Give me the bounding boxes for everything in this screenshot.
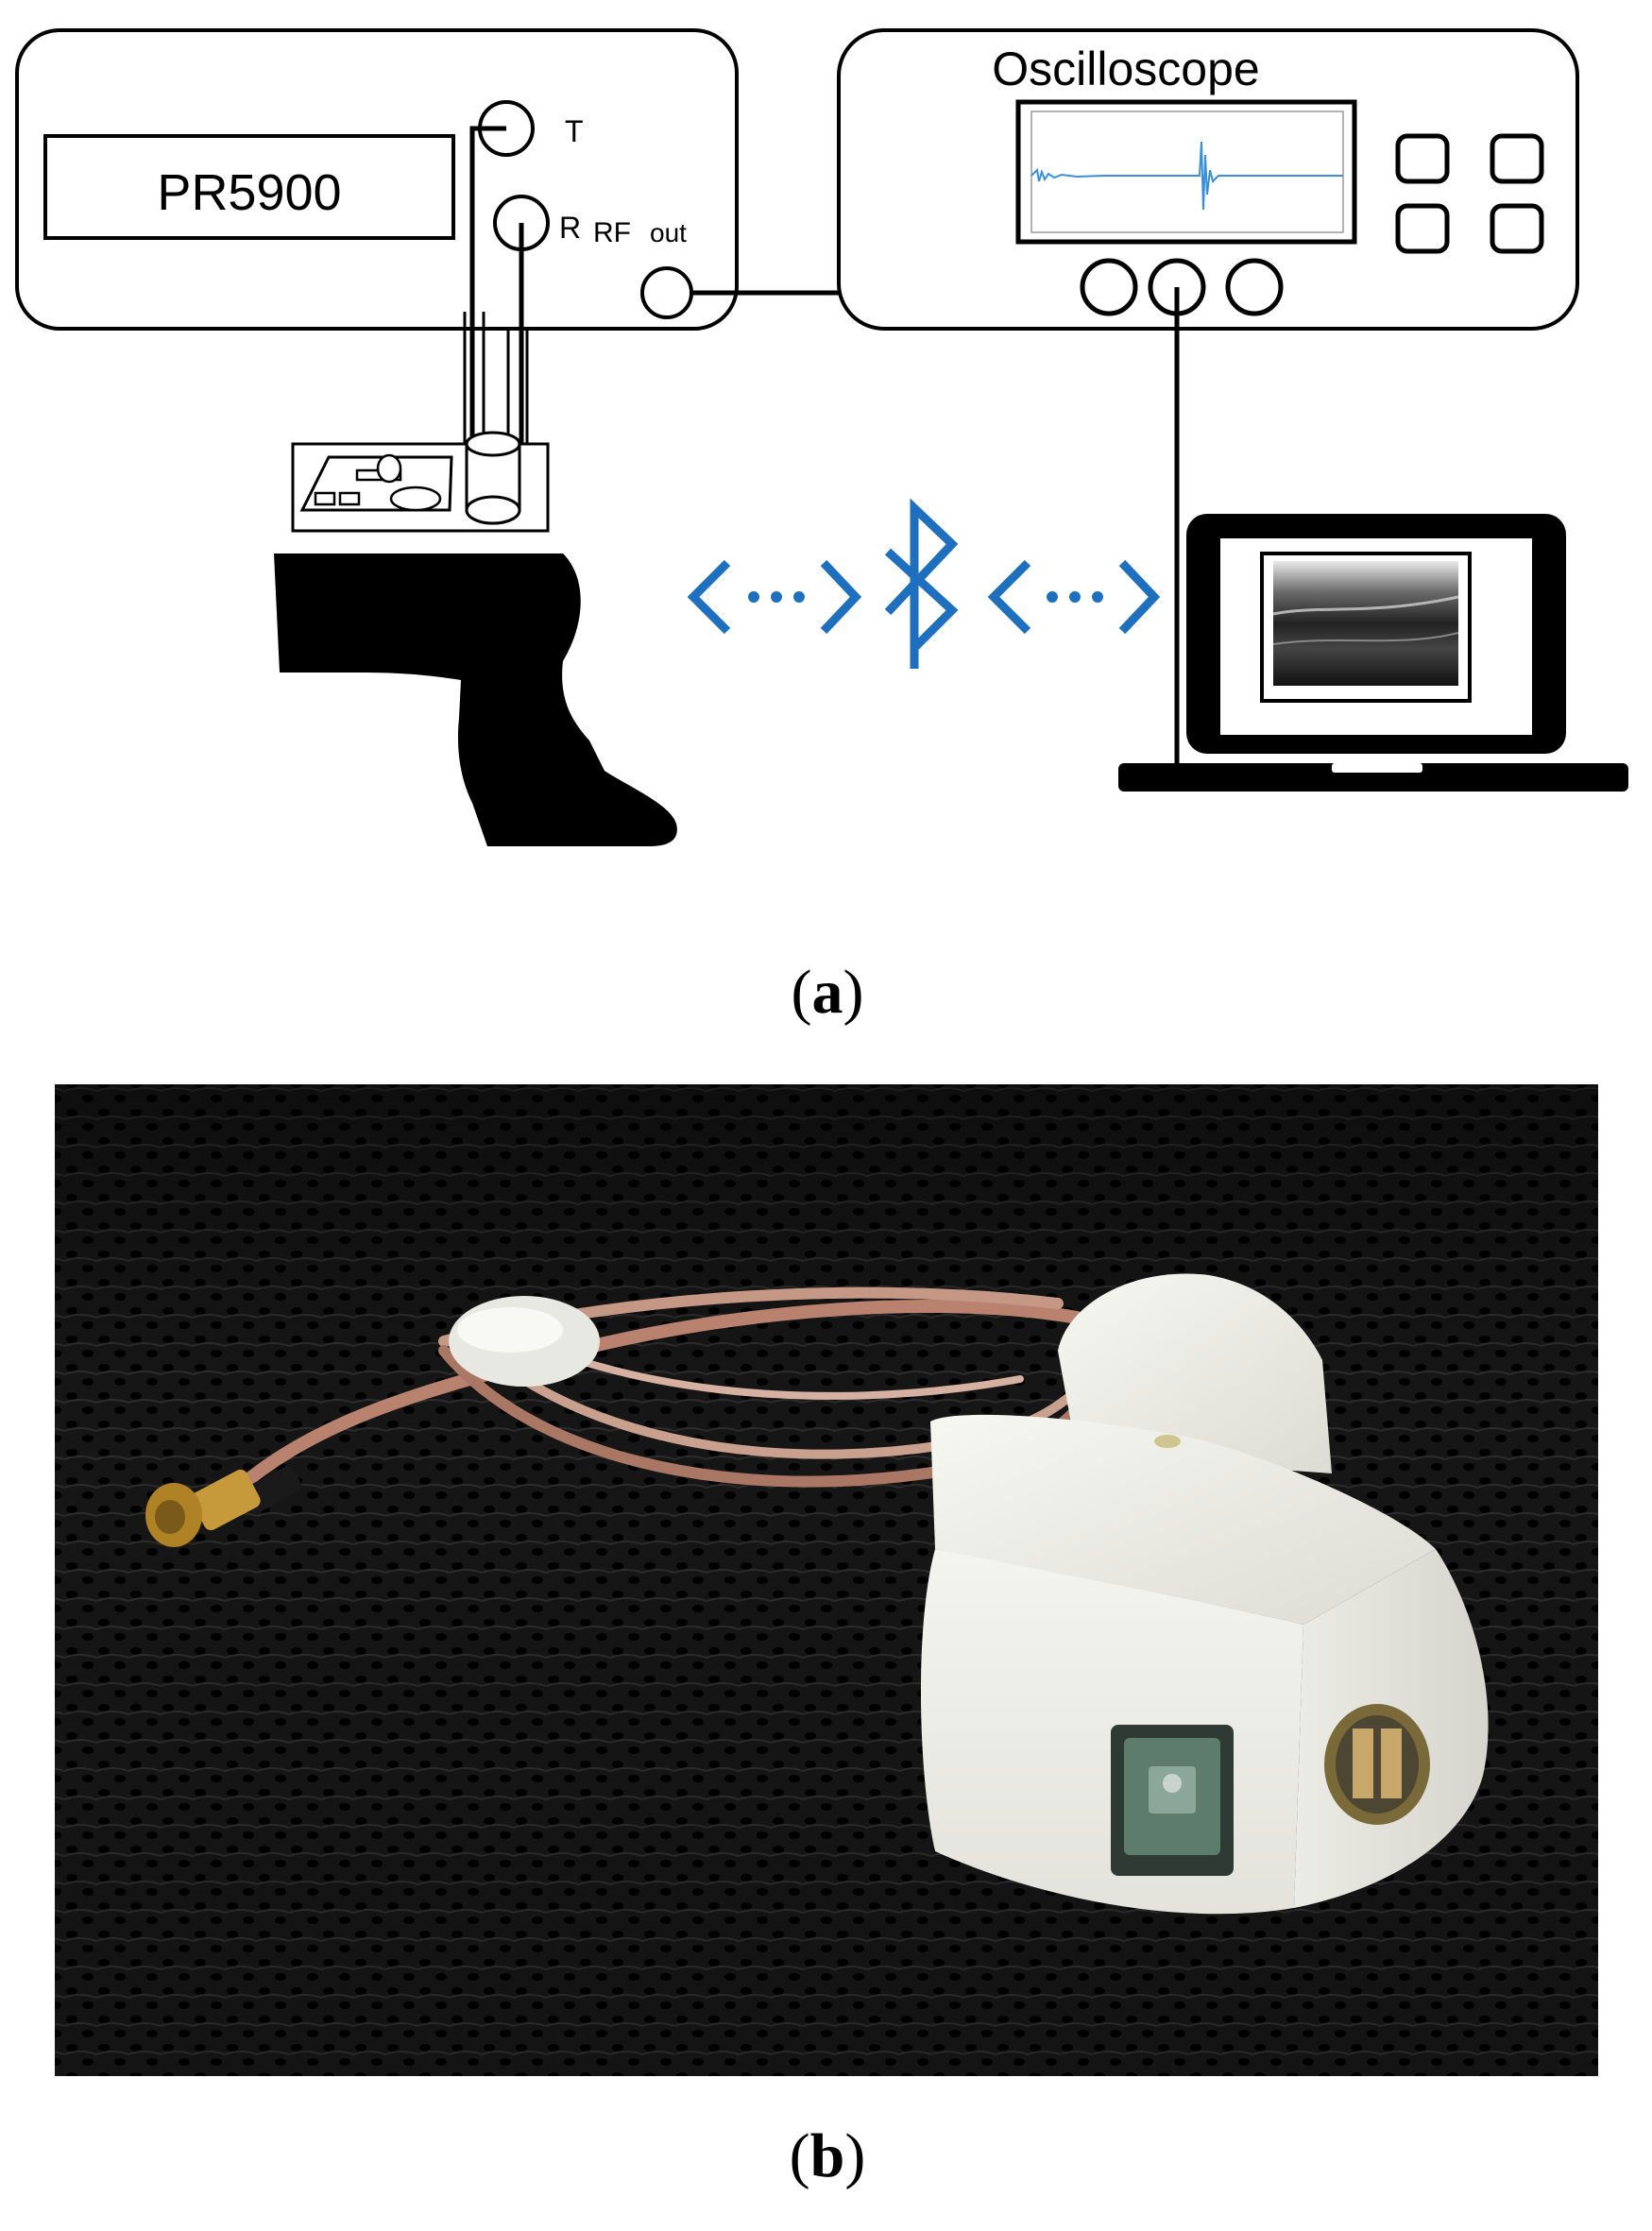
laptop-base [1118, 763, 1628, 792]
cable-pair-right [506, 331, 529, 444]
arrow-right-chevron-1 [820, 559, 862, 635]
oscilloscope-screen-inner [1030, 111, 1344, 233]
scope-button-1 [1395, 133, 1450, 184]
scope-button-2 [1490, 133, 1544, 184]
device-component-1 [389, 485, 442, 512]
probe-top [930, 1414, 1436, 1625]
probe-housing [920, 1273, 1489, 1915]
port-rf-out [640, 266, 693, 319]
link-dot-5 [1069, 591, 1081, 603]
transducer-chip-dot [1163, 1774, 1182, 1793]
pulser-display [43, 134, 455, 240]
bluetooth-icon [884, 498, 959, 658]
laptop [1118, 514, 1628, 792]
scope-input-1 [1080, 258, 1138, 316]
scope-button-3 [1395, 203, 1450, 254]
probe-top-hole [1154, 1435, 1181, 1448]
oscilloscope: Oscilloscope [837, 28, 1579, 331]
scope-button-4 [1490, 203, 1544, 254]
link-dot-2 [771, 591, 782, 603]
oscilloscope-title: Oscilloscope [992, 43, 1259, 95]
device-component-2 [376, 453, 402, 484]
panel-b: (b) [55, 1084, 1598, 2190]
link-dot-3 [793, 591, 805, 603]
device-transducer-face [465, 495, 521, 525]
device-photo [55, 1084, 1598, 2076]
ultrasound-layer [1272, 595, 1459, 616]
side-sensor-pad-2 [1381, 1729, 1402, 1798]
panel-a: PR5900 T R RF out Oscilloscope [15, 28, 1628, 1027]
arrow-right-chevron-2 [1118, 559, 1161, 635]
link-dot-4 [1047, 591, 1058, 603]
port-t-label: T [565, 114, 584, 148]
device-transducer-top [465, 431, 521, 457]
ultrasound-image [1273, 561, 1458, 686]
leg-silhouette [274, 553, 677, 846]
caption-a: (a) [792, 958, 864, 1027]
pulser-label: PR5900 [157, 164, 341, 221]
pulser-receiver: PR5900 T R RF out [15, 28, 739, 331]
oscilloscope-waveform [1030, 141, 1343, 211]
link-dot-1 [748, 591, 759, 603]
cable-t [469, 126, 506, 444]
ultrasound-layer-2 [1272, 632, 1459, 645]
arrow-left-chevron-2 [987, 559, 1031, 635]
device-chip-1 [314, 491, 336, 506]
port-r-label: R [559, 211, 581, 245]
port-rf-sub-label: out [650, 218, 687, 247]
wearable-device-sketch [291, 431, 550, 533]
sma-connector [145, 1465, 302, 1547]
device-chip-2 [338, 491, 361, 506]
side-sensor-pad-1 [1353, 1729, 1373, 1798]
cable-pair-left [463, 312, 485, 444]
probe-back [1058, 1273, 1332, 1473]
bluetooth-link [687, 498, 1161, 669]
laptop-trackpad-notch [1332, 763, 1422, 773]
scope-input-3 [1225, 258, 1284, 316]
link-dot-6 [1092, 591, 1103, 603]
cable-clip-highlight [457, 1307, 563, 1353]
caption-b: (b) [790, 2121, 866, 2190]
arrow-left-chevron-1 [687, 559, 731, 635]
port-rf-label: RF [593, 217, 631, 248]
side-sensor-inner [1336, 1715, 1419, 1814]
